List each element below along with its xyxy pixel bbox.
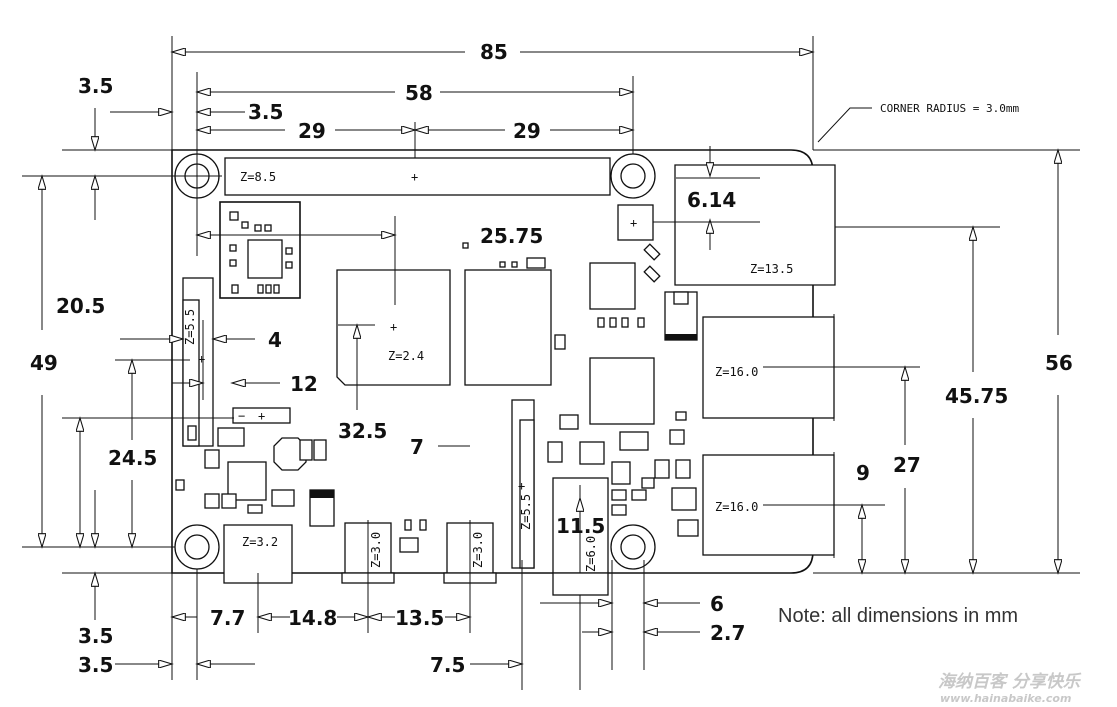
dim-24-5: 24.5 [108, 446, 157, 470]
hdmi1-z-label: Z=3.0 [369, 532, 383, 568]
dim-7-7: 7.7 [210, 606, 245, 630]
dim-12: 12 [290, 372, 318, 396]
dim-7: 7 [410, 435, 424, 459]
svg-text:+: + [630, 216, 637, 230]
svg-text:+: + [411, 170, 418, 184]
watermark-url: www.hainabaike.com [940, 692, 1071, 705]
gpio-z-label: Z=8.5 [240, 170, 276, 184]
audio-z-label: Z=6.0 [584, 536, 598, 572]
mounting-hole-bottom-right [610, 524, 656, 570]
dim-32-5: 32.5 [338, 419, 387, 443]
dim-25-75: 25.75 [480, 224, 543, 248]
svg-text:+: + [258, 409, 265, 423]
extension-lines [22, 36, 1080, 690]
power-circuitry [175, 425, 335, 527]
usbc-z-label: Z=3.2 [242, 535, 278, 549]
usb-top-z-label: Z=16.0 [715, 365, 758, 379]
dim-3-5-bottom-b: 3.5 [78, 653, 113, 677]
dim-4: 4 [268, 328, 282, 352]
gpio-header: Z=8.5 + [224, 157, 611, 196]
soc-z-label: Z=2.4 [388, 349, 424, 363]
display-connector: Z=5.5 + [182, 277, 214, 447]
dim-29-left: 29 [298, 119, 326, 143]
ethernet-z-label: Z=13.5 [750, 262, 793, 276]
dim-85: 85 [480, 40, 508, 64]
svg-text:−: − [238, 409, 245, 423]
ram-chip [464, 269, 552, 386]
mounting-hole-bottom-left [174, 524, 220, 570]
watermark-text: 海纳百客 分享快乐 [938, 672, 1082, 692]
display-z-label: Z=5.5 [183, 309, 197, 345]
svg-text:+: + [198, 352, 205, 366]
dim-7-5: 7.5 [430, 653, 465, 677]
dim-29-right: 29 [513, 119, 541, 143]
corner-radius-note: CORNER RADIUS = 3.0mm [880, 102, 1019, 115]
ethernet-port: Z=13.5 [674, 164, 836, 286]
dim-20-5: 20.5 [56, 294, 105, 318]
dim-6-14: 6.14 [687, 188, 736, 212]
units-note: Note: all dimensions in mm [778, 605, 1018, 627]
mounting-hole-top-right [610, 153, 656, 199]
dimension-arrows [42, 52, 1058, 664]
dim-9: 9 [856, 461, 870, 485]
wifi-module [219, 201, 301, 299]
dim-13-5: 13.5 [395, 606, 444, 630]
hdmi2-z-label: Z=3.0 [471, 532, 485, 568]
dim-49: 49 [30, 351, 58, 375]
dim-3-5-top-inner: 3.5 [248, 100, 283, 124]
dim-58: 58 [405, 81, 433, 105]
usb-controller-chip [589, 262, 636, 310]
dim-3-5-top-left: 3.5 [78, 74, 113, 98]
camera-connector: Z=5.5 + [511, 399, 535, 569]
dim-3-5-bottom-a: 3.5 [78, 624, 113, 648]
dim-11-5: 11.5 [556, 514, 605, 538]
dim-2-7: 2.7 [710, 621, 745, 645]
dim-6: 6 [710, 592, 724, 616]
soc-chip: + Z=2.4 [336, 269, 451, 386]
dim-45-75: 45.75 [945, 384, 1008, 408]
svg-text:+: + [518, 479, 525, 493]
usb-bottom-z-label: Z=16.0 [715, 500, 758, 514]
camera-z-label: Z=5.5 [519, 494, 533, 530]
dim-14-8: 14.8 [288, 606, 337, 630]
svg-text:+: + [390, 320, 397, 334]
dim-27: 27 [893, 453, 921, 477]
dim-56: 56 [1045, 351, 1073, 375]
